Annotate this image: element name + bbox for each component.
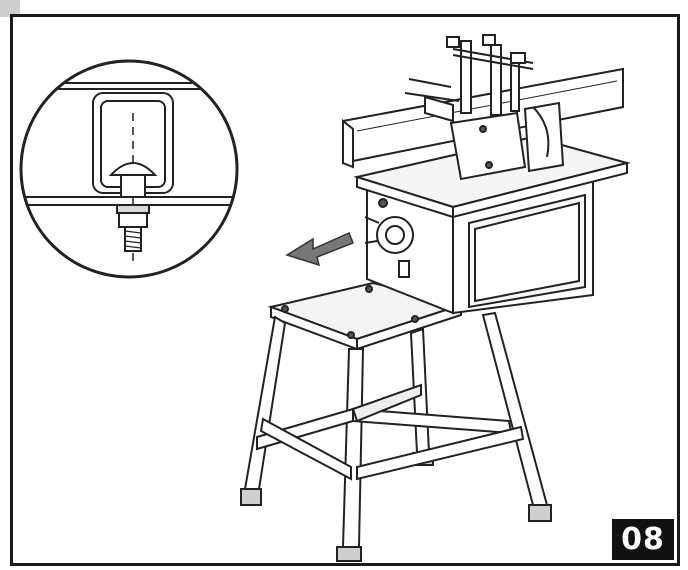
arrow-left-icon: [285, 231, 354, 267]
bolt-detail-magnifier: [19, 59, 239, 279]
machine-body: [364, 175, 594, 315]
spindle-table: [342, 34, 631, 219]
illustration-frame: 08: [10, 14, 680, 566]
corner-tab: [0, 0, 20, 17]
machine-illustration: [19, 34, 631, 562]
step-number-badge: 08: [612, 519, 674, 560]
machine-stand: [240, 281, 552, 562]
